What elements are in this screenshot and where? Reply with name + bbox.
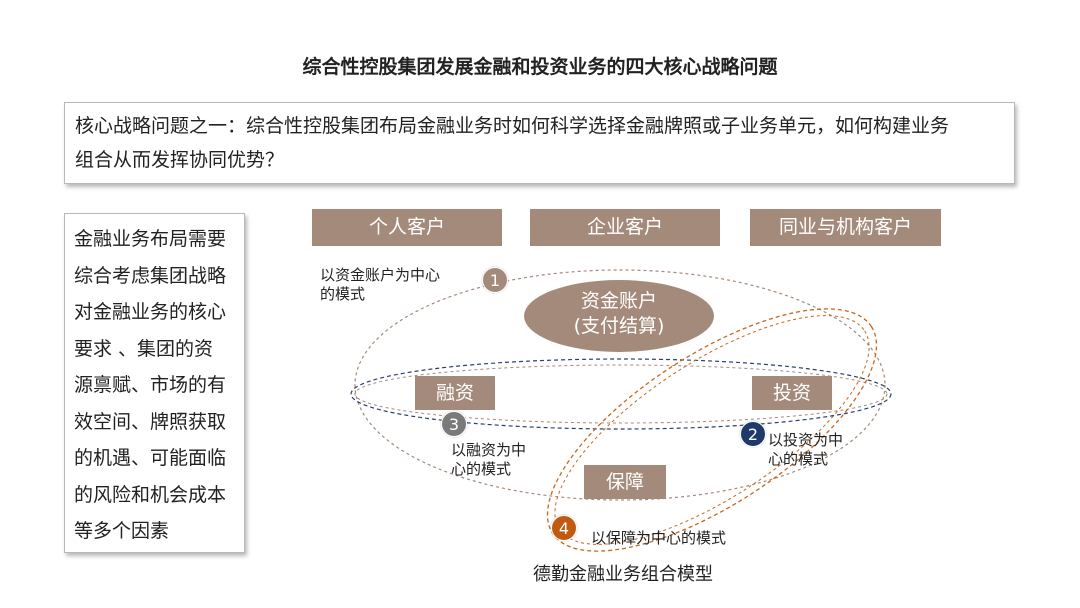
mode-4-label: 以保障为中心的模式 xyxy=(591,529,727,547)
protection-mode-orbit-inner xyxy=(554,315,870,545)
side-note-line: 源禀赋、市场的有 xyxy=(74,374,227,396)
capital-account-center: 资金账户 (支付结算) xyxy=(524,280,714,352)
protection-box: 保障 xyxy=(584,465,666,499)
mode-3-number-badge: 3 xyxy=(441,411,467,437)
side-note-line: 的风险和机会成本 xyxy=(74,483,227,506)
mode-2-label-line-1: 以投资为中 xyxy=(768,431,844,449)
side-note-line: 金融业务布局需要 xyxy=(74,228,227,250)
enterprise-customer-tag: 企业客户 xyxy=(530,209,720,246)
mode-1-label: 以资金账户为中心 的模式 xyxy=(320,266,440,304)
mode-3-label-line-2: 心的模式 xyxy=(451,460,512,478)
side-note-box: 金融业务布局需要 综合考虑集团战略 对金融业务的核心 要求 、集团的资 源禀赋、… xyxy=(64,213,245,553)
mode-1-label-line-1: 以资金账户为中心 xyxy=(320,266,441,284)
core-question-box: 核心战略问题之一：综合性控股集团布局金融业务时如何科学选择金融牌照或子业务单元，… xyxy=(64,102,1015,184)
mode-1-label-line-2: 的模式 xyxy=(320,285,366,303)
side-note-line: 等多个因素 xyxy=(74,520,170,542)
financing-investment-orbit-inner xyxy=(354,364,888,424)
mode-2-label-line-2: 心的模式 xyxy=(768,450,829,468)
model-caption: 德勤金融业务组合模型 xyxy=(533,564,713,585)
center-label-line-2: (支付结算) xyxy=(573,315,665,337)
core-question-line-1: 核心战略问题之一：综合性控股集团布局金融业务时如何科学选择金融牌照或子业务单元，… xyxy=(75,115,950,137)
financing-box: 融资 xyxy=(415,376,495,410)
financing-investment-orbit-outer xyxy=(350,358,892,430)
institutional-customer-tag: 同业与机构客户 xyxy=(750,209,941,246)
core-question-line-2: 组合从而发挥协同优势？ xyxy=(75,149,285,171)
personal-customer-tag: 个人客户 xyxy=(312,209,502,246)
side-note-line: 综合考虑集团战略 xyxy=(74,264,227,287)
account-mode-orbit xyxy=(354,269,886,501)
side-note-line: 要求 、集团的资 xyxy=(74,337,214,360)
mode-2-label: 以投资为中 心的模式 xyxy=(768,431,843,469)
center-label-line-1: 资金账户 xyxy=(580,290,657,312)
mode-2-number-badge: 2 xyxy=(740,421,766,447)
investment-box: 投资 xyxy=(752,376,832,410)
mode-1-number-badge: 1 xyxy=(482,267,508,293)
mode-3-label: 以融资为中 心的模式 xyxy=(451,441,526,479)
slide-title: 综合性控股集团发展金融和投资业务的四大核心战略问题 xyxy=(302,56,778,78)
mode-3-label-line-1: 以融资为中 xyxy=(451,441,527,459)
side-note-line: 的机遇、可能面临 xyxy=(74,447,227,469)
mode-4-number-badge: 4 xyxy=(551,515,577,541)
side-note-line: 对金融业务的核心 xyxy=(74,301,227,323)
side-note-line: 效空间、牌照获取 xyxy=(74,410,227,433)
